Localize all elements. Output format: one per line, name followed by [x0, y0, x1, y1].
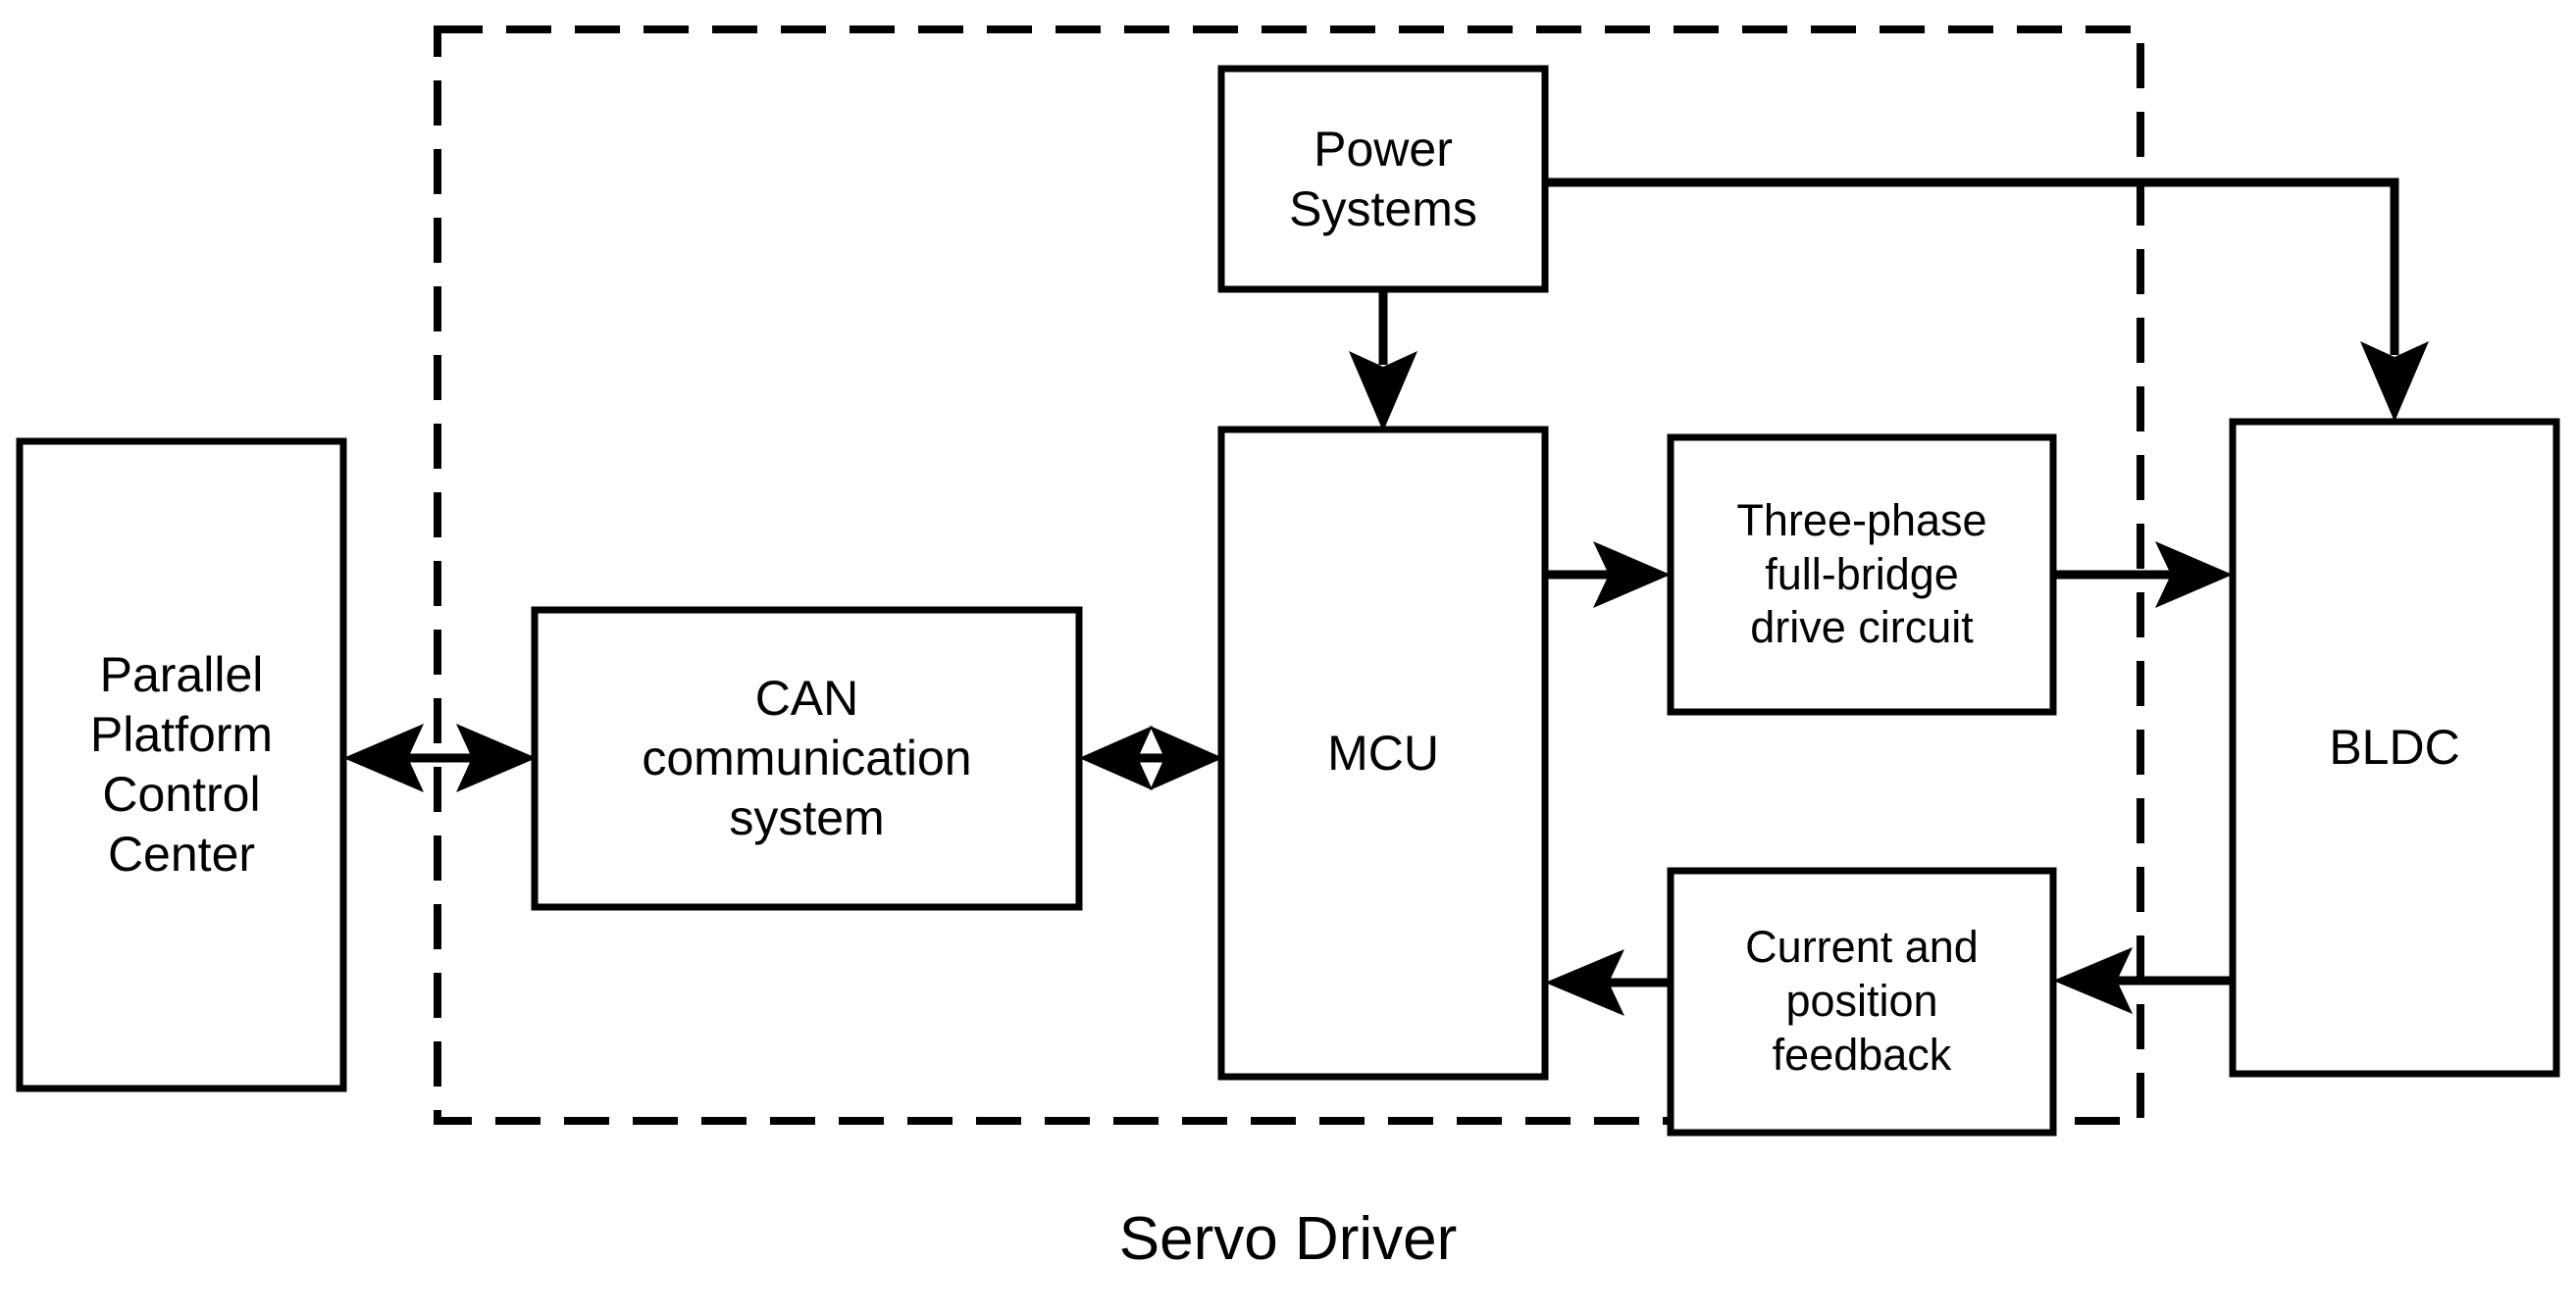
arrow-head-right: [1150, 726, 1223, 790]
arrow-head-down: [1349, 351, 1417, 431]
box-parallel-platform-control-center[interactable]: [16, 437, 347, 1092]
servo-driver-boundary: [434, 25, 2144, 1125]
arrow-head-right: [456, 724, 537, 792]
arrow-head-right: [1593, 541, 1671, 608]
diagram-caption: Servo Driver: [1118, 1205, 1458, 1273]
arrow-head-left: [343, 724, 424, 792]
box-power-systems[interactable]: [1217, 65, 1549, 293]
box-three-phase-full-bridge-drive-circuit[interactable]: [1667, 433, 2057, 716]
box-mcu[interactable]: [1217, 426, 1549, 1081]
connection-can-to-mcu: [1079, 726, 1223, 790]
connection-mcu-to-three-phase: [1545, 541, 1671, 608]
box-current-and-position-feedback[interactable]: [1667, 867, 2057, 1137]
arrow-head-left: [2053, 947, 2133, 1014]
connection-parallel-to-can: [343, 724, 537, 792]
arrow-head-right: [2155, 541, 2233, 608]
arrow-head-down: [2360, 341, 2429, 422]
box-can-communication-system[interactable]: [531, 606, 1083, 911]
connection-bldc-to-feedback: [2053, 947, 2233, 1014]
box-bldc[interactable]: [2229, 418, 2560, 1078]
connection-three-phase-to-bldc: [2053, 541, 2233, 608]
connection-power-to-mcu: [1349, 289, 1417, 431]
arrow-head-left: [1545, 949, 1624, 1016]
arrow-head-left: [1079, 726, 1153, 790]
connection-power-to-bldc: [1545, 177, 2429, 422]
connection-feedback-to-mcu: [1545, 949, 1671, 1016]
